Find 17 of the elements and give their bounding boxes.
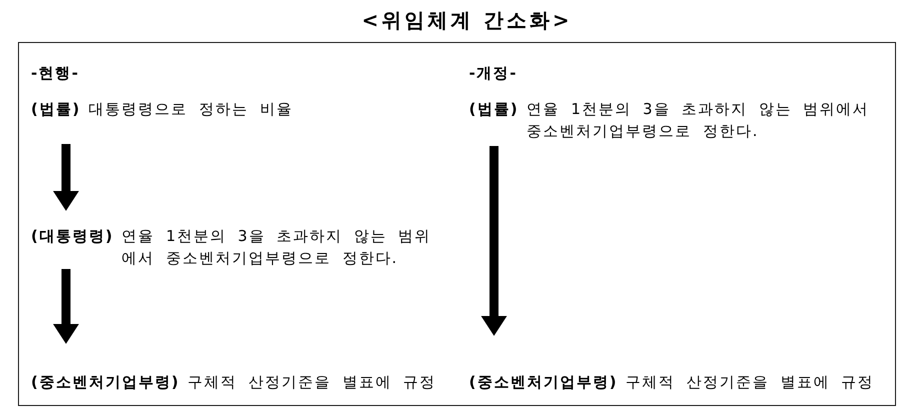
clause-label: (중소벤처기업부령) xyxy=(31,372,180,393)
clause-text: 연율 1천분의 3을 초과하지 않는 범위에서 중소벤처기업부령으로 정한다. xyxy=(122,226,432,269)
arrow xyxy=(481,146,507,336)
arrow xyxy=(53,144,79,211)
clause-label: (법률) xyxy=(31,99,81,120)
clause-label: (중소벤처기업부령) xyxy=(469,372,618,393)
column-heading: -개정- xyxy=(469,63,518,84)
diagram-title: <위임체계 간소화> xyxy=(362,7,572,33)
arrow xyxy=(53,269,79,344)
clause-text: 대통령령으로 정하는 비율 xyxy=(88,99,293,120)
column-heading: -현행- xyxy=(31,63,80,84)
clause-text: 구체적 산정기준을 별표에 규정 xyxy=(188,372,436,393)
outline-frame xyxy=(18,42,896,406)
clause-text: 연율 1천분의 3을 초과하지 않는 범위에서 중소벤처기업부령으로 정한다. xyxy=(526,99,870,142)
clause-text: 구체적 산정기준을 별표에 규정 xyxy=(626,372,874,393)
clause-label: (법률) xyxy=(469,99,519,120)
clause-label: (대통령령) xyxy=(31,226,114,247)
